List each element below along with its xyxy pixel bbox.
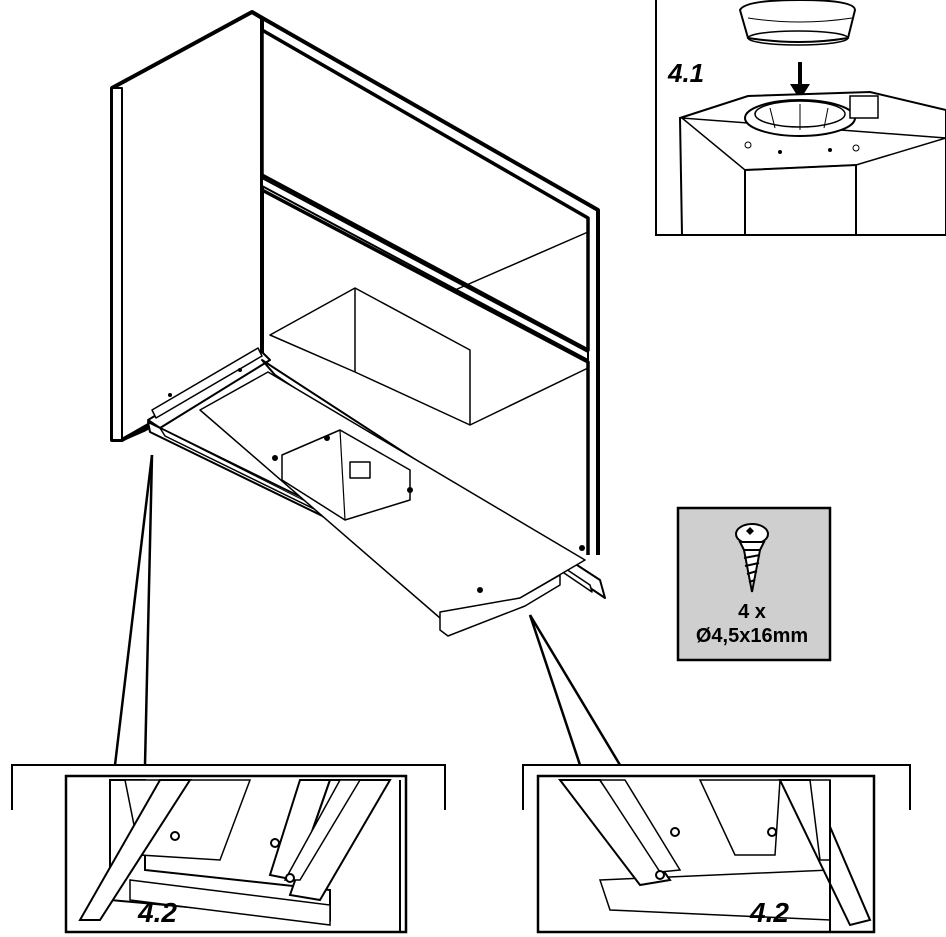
step-label-4-2-left: 4.2 bbox=[137, 897, 177, 928]
hood-top bbox=[678, 90, 946, 236]
callout-lines bbox=[113, 454, 622, 766]
screw-quantity: 4 x bbox=[738, 601, 766, 623]
detail-right: 4.2 bbox=[522, 764, 911, 934]
down-arrow-icon bbox=[790, 62, 810, 100]
screw-spec: Ø4,5x16mm bbox=[696, 625, 808, 647]
step-label-4-1: 4.1 bbox=[667, 58, 704, 88]
screw-icon bbox=[735, 523, 769, 593]
wall-cabinet bbox=[110, 10, 600, 555]
duct-adapter bbox=[738, 0, 857, 46]
hood-body bbox=[147, 347, 606, 637]
detail-left: 4.2 bbox=[11, 764, 446, 934]
step-label-4-2-right: 4.2 bbox=[749, 897, 789, 928]
switch-box bbox=[349, 461, 371, 479]
inset-4-1: 4.1 bbox=[655, 0, 946, 236]
screw-spec-box: 4 x Ø4,5x16mm bbox=[676, 506, 832, 662]
